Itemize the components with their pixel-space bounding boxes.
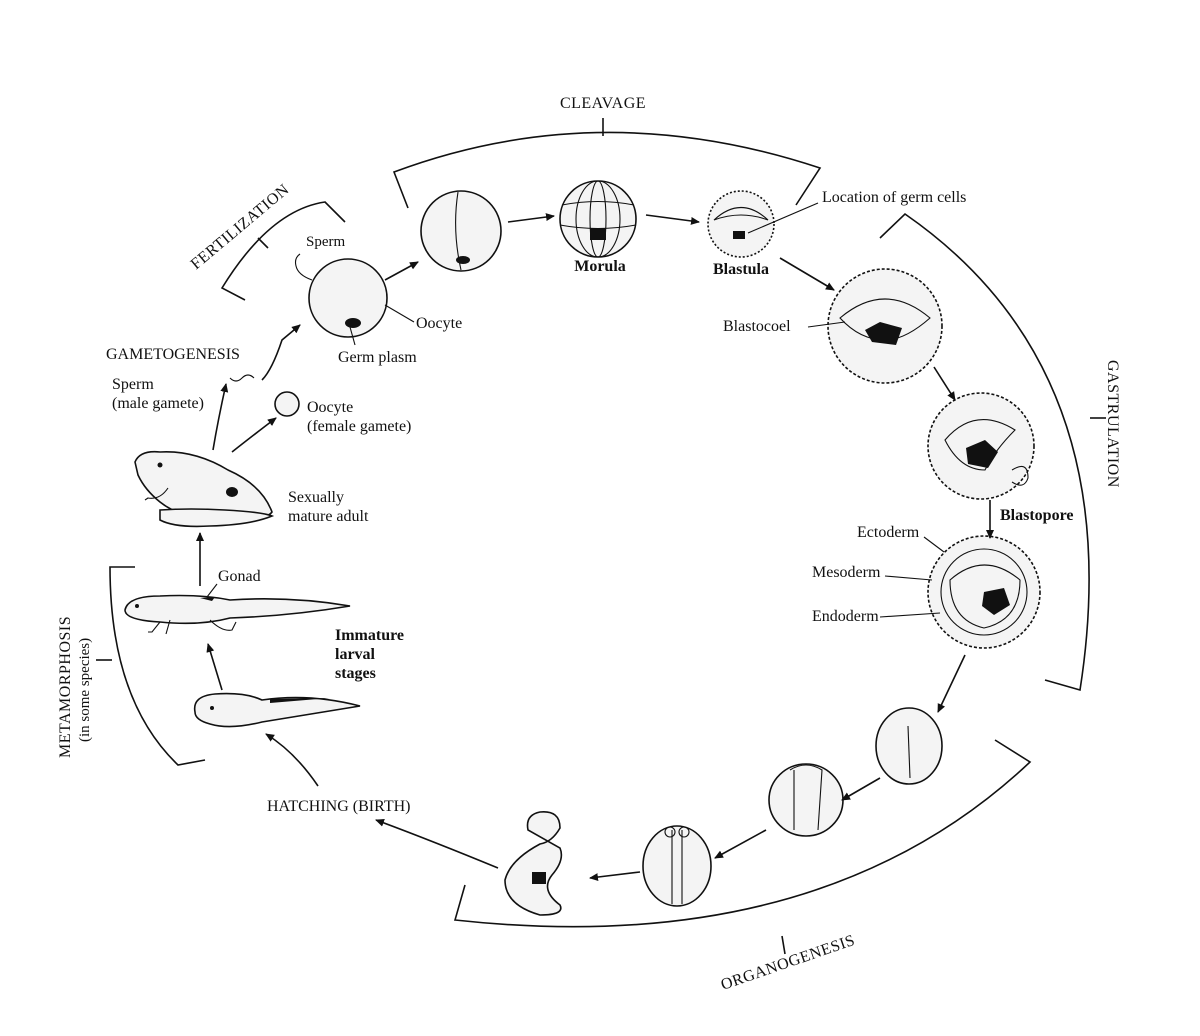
endoderm-label: Endoderm — [812, 608, 879, 625]
germ-cells-label: Location of germ cells — [822, 189, 966, 206]
tadpole-with-legs — [124, 594, 351, 635]
tailbud-embryo — [642, 825, 712, 907]
two-cell-embryo — [420, 190, 502, 272]
adult-label-1: Sexually — [288, 489, 344, 506]
germ-plasm-label: Germ plasm — [338, 349, 417, 366]
metamorphosis-label: METAMORPHOSIS — [57, 616, 74, 758]
larval-label-1: Immature — [335, 627, 404, 644]
organogenesis-label: ORGANOGENESIS — [719, 932, 858, 994]
adult-label-2: mature adult — [288, 508, 369, 525]
mesoderm-label: Mesoderm — [812, 564, 881, 581]
neurula-embryo-1 — [875, 707, 943, 785]
blastopore-label: Blastopore — [1000, 507, 1073, 524]
gonad-label: Gonad — [218, 568, 261, 585]
morula-embryo — [559, 180, 637, 258]
mid-gastrula-embryo — [927, 392, 1035, 500]
oocyte-gamete-label-2: (female gamete) — [307, 418, 411, 435]
late-gastrula-embryo — [927, 535, 1041, 649]
sperm-icon — [294, 253, 313, 281]
sperm-label: Sperm — [306, 234, 345, 250]
oocyte-label: Oocyte — [416, 315, 462, 332]
oocyte-gamete-label-1: Oocyte — [307, 399, 353, 416]
early-gastrula-embryo — [827, 268, 943, 384]
gametogenesis-label: GAMETOGENESIS — [106, 346, 240, 363]
gastrulation-label: GASTRULATION — [1104, 360, 1121, 488]
organogenesis-bracket — [453, 739, 1032, 955]
blastula-label: Blastula — [713, 261, 769, 278]
ectoderm-label: Ectoderm — [857, 524, 920, 541]
blastula-embryo — [707, 190, 775, 258]
morula-label: Morula — [574, 258, 626, 275]
sperm-icon — [229, 374, 255, 382]
hatching-label: HATCHING (BIRTH) — [267, 798, 410, 815]
cleavage-bracket — [392, 118, 822, 209]
metamorphosis-note: (in some species) — [77, 638, 93, 742]
blastocoel-label: Blastocoel — [723, 318, 791, 335]
frog-icon — [134, 450, 275, 528]
sperm-gamete-label-1: Sperm — [112, 376, 154, 393]
larval-label-3: stages — [335, 665, 376, 682]
tadpole-young — [193, 692, 361, 728]
larval-label-2: larval — [335, 646, 376, 663]
fertilized-oocyte — [294, 253, 388, 338]
metamorphosis-bracket — [96, 566, 206, 766]
cycle-arrows — [196, 213, 994, 882]
cleavage-label: CLEAVAGE — [560, 95, 646, 112]
sperm-gamete-label-2: (male gamete) — [112, 395, 204, 412]
fertilization-label: FERTILIZATION — [188, 181, 293, 273]
curled-embryo — [504, 811, 563, 916]
gastrulation-bracket — [879, 212, 1106, 692]
fertilization-bracket — [220, 201, 346, 301]
neurula-embryo-2 — [768, 763, 844, 837]
oocyte-icon — [274, 391, 300, 417]
